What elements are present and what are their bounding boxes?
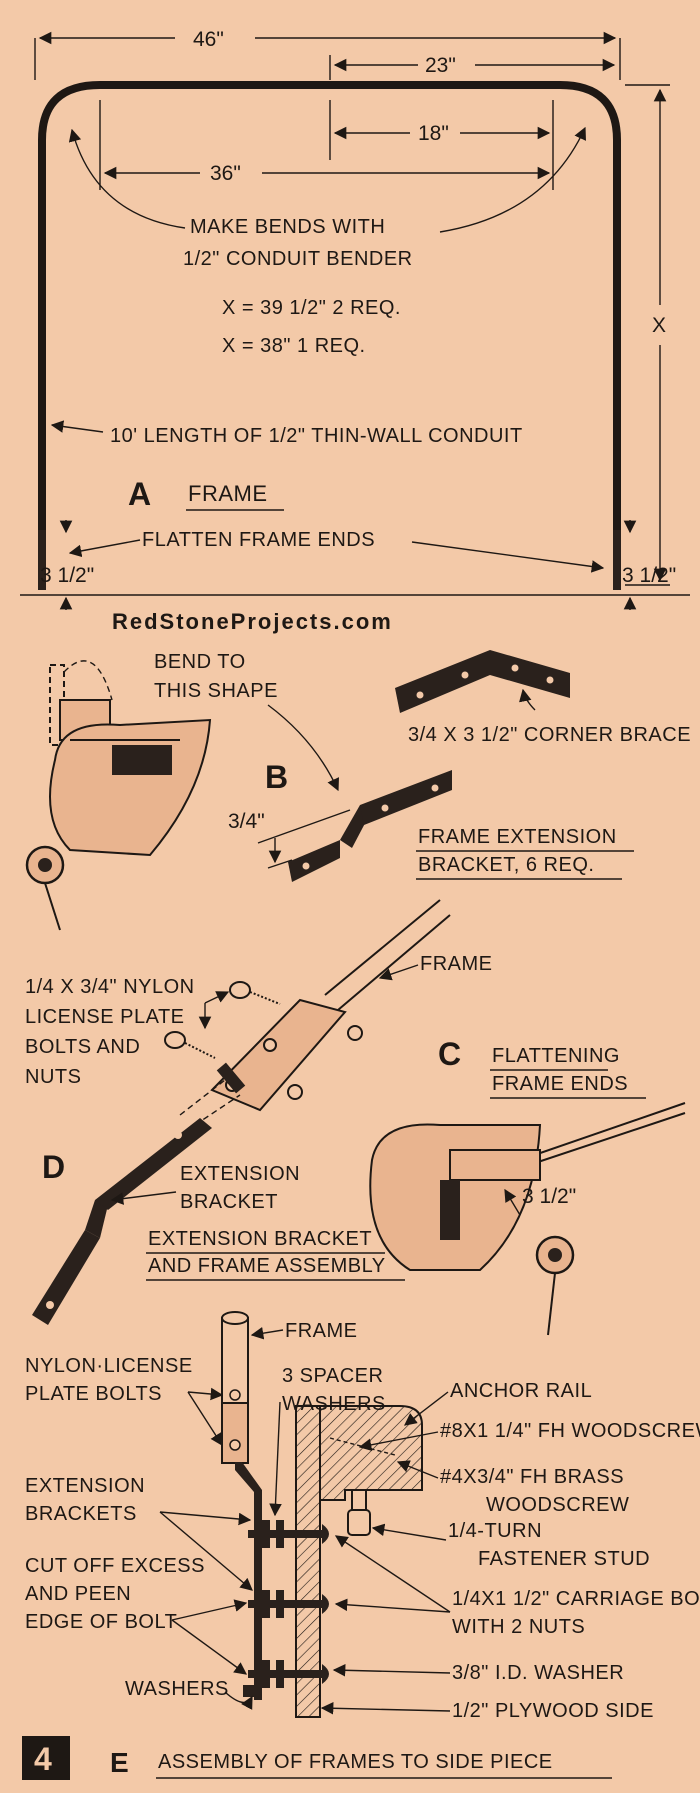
end-dim-right: 3 1/2" <box>622 564 676 587</box>
bolt-note-3: BOLTS AND <box>25 1036 140 1058</box>
bend-shape-note-1: BEND TO <box>154 651 246 673</box>
section-a-title: FRAME <box>188 481 268 506</box>
ext-brackets-2: BRACKETS <box>25 1503 137 1525</box>
extension-bracket-b <box>288 770 452 882</box>
section-c-d: FRAME 1/4 X 3/4" NYLON LICENSE PLATE BOL… <box>25 899 686 1336</box>
frame-end-left <box>38 530 46 590</box>
washer-id-label: 3/8" I.D. WASHER <box>452 1662 624 1684</box>
vise-dim: 3 1/2" <box>522 1185 576 1208</box>
corner-brace-note: 3/4 X 3 1/2" CORNER BRACE <box>408 724 691 746</box>
anchor-rail-label: ANCHOR RAIL <box>450 1380 592 1402</box>
frame-tube-c <box>210 899 451 1112</box>
conduit-note: 10' LENGTH OF 1/2" THIN-WALL CONDUIT <box>110 425 523 447</box>
spacer-note-1: 3 SPACER <box>282 1365 383 1387</box>
dim-18: 18" <box>418 122 449 145</box>
end-dim-left: 3 1/2" <box>40 564 94 587</box>
plywood-label: 1/2" PLYWOOD SIDE <box>452 1700 654 1722</box>
section-b-letter: B <box>265 759 288 795</box>
dim-46: 46" <box>193 28 224 51</box>
x-value-2: X = 38" 1 REQ. <box>222 335 366 357</box>
bracket-note-2: BRACKET, 6 REQ. <box>418 854 594 876</box>
bolt-note-4: NUTS <box>25 1066 81 1088</box>
brass-note-2: WOODSCREW <box>486 1494 629 1516</box>
x-value-1: X = 39 1/2" 2 REQ. <box>222 297 401 319</box>
bolt-note-1: 1/4 X 3/4" NYLON <box>25 976 195 998</box>
bend-shape-note-2: THIS SHAPE <box>154 680 278 702</box>
frame-end-right <box>613 530 621 590</box>
ext-brackets-1: EXTENSION <box>25 1475 145 1497</box>
nylon-bolts <box>164 981 363 1100</box>
cut-note-2: AND PEEN <box>25 1583 131 1605</box>
assembly-note-1: EXTENSION BRACKET <box>148 1228 372 1250</box>
turn-note-1: 1/4-TURN <box>448 1520 542 1542</box>
brass-note-1: #4X3/4" FH BRASS <box>440 1466 624 1488</box>
spacer-note-2: WASHERS <box>282 1393 386 1415</box>
ext-note-1: EXTENSION <box>180 1163 300 1185</box>
section-e-letter: E <box>110 1747 129 1778</box>
vise-illustration-c <box>369 1102 686 1336</box>
bend-note-2: 1/2" CONDUIT BENDER <box>183 248 413 270</box>
carriage-bolts <box>243 1520 329 1697</box>
frame-label-e: FRAME <box>285 1320 358 1342</box>
cut-note-3: EDGE OF BOLT <box>25 1611 177 1633</box>
offset-dim: 3/4" <box>228 810 265 833</box>
section-e-assembly: FRAME <box>22 1311 700 1780</box>
nylon-note-1: NYLON·LICENSE <box>25 1355 193 1377</box>
washers-label: WASHERS <box>125 1678 229 1700</box>
bolt-note-2: LICENSE PLATE <box>25 1006 185 1028</box>
carriage-note-2: WITH 2 NUTS <box>452 1616 585 1638</box>
frame-tube-e <box>221 1311 249 1464</box>
flat-note-2: FRAME ENDS <box>492 1073 628 1095</box>
extension-bracket-d <box>32 1118 212 1325</box>
anchor-rail <box>319 1405 423 1501</box>
bracket-note-1: FRAME EXTENSION <box>418 826 617 848</box>
flatten-note: FLATTEN FRAME ENDS <box>142 529 375 551</box>
figure-number: 4 <box>34 1741 52 1777</box>
dim-x: X <box>652 314 666 337</box>
woodscrew-8-label: #8X1 1/4" FH WOODSCREW <box>440 1420 700 1442</box>
figure-number-box <box>22 1736 70 1780</box>
section-d-letter: D <box>42 1149 65 1185</box>
dim-23: 23" <box>425 54 456 77</box>
assembly-note-2: AND FRAME ASSEMBLY <box>148 1255 386 1277</box>
cut-note-1: CUT OFF EXCESS <box>25 1555 205 1577</box>
turn-note-2: FASTENER STUD <box>478 1548 650 1570</box>
ext-note-2: BRACKET <box>180 1191 278 1213</box>
dim-36: 36" <box>210 162 241 185</box>
vise-illustration-b <box>25 660 212 931</box>
nylon-note-2: PLATE BOLTS <box>25 1383 162 1405</box>
bend-note-1: MAKE BENDS WITH <box>190 216 385 238</box>
frame-tube <box>38 81 621 589</box>
section-c-letter: C <box>438 1036 461 1072</box>
corner-brace <box>395 650 570 713</box>
frame-label-c: FRAME <box>420 953 493 975</box>
carriage-note-1: 1/4X1 1/2" CARRIAGE BOLTS, <box>452 1588 700 1610</box>
website-label: RedStoneProjects.com <box>112 609 393 634</box>
section-a-frame: 46" 23" 18" 36" X MAKE BENDS WITH 1/2" C… <box>20 28 690 610</box>
plywood-side <box>295 1405 321 1718</box>
section-b-bracket: BEND TO THIS SHAPE 3/4 X 3 1/2" CORNER B… <box>25 650 691 931</box>
section-a-letter: A <box>128 476 151 512</box>
section-e-caption: ASSEMBLY OF FRAMES TO SIDE PIECE <box>158 1751 553 1773</box>
flat-note-1: FLATTENING <box>492 1045 620 1067</box>
